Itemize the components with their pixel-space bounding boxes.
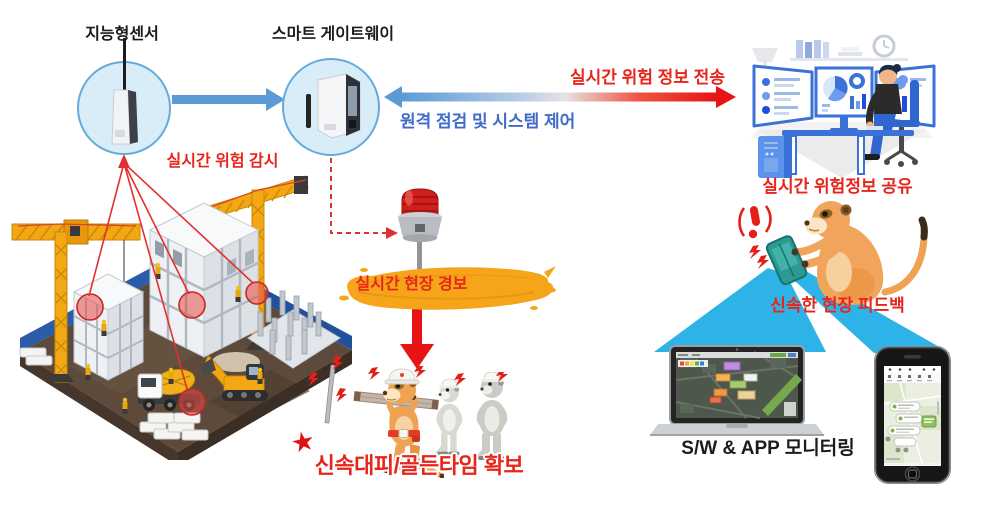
binders-icon: [796, 40, 862, 58]
transmit-label: 실시간 위험 정보 전송: [570, 68, 725, 87]
field-feedback-label: 신속한 현장 피드백: [770, 296, 905, 315]
computer-tower-icon: [758, 136, 792, 178]
alert-exclamation-icon: [738, 205, 772, 239]
hard-hat-icon: [384, 368, 420, 385]
danger-circle: [178, 388, 206, 416]
building-main-icon: [148, 202, 260, 358]
alarm-beacon-icon: [398, 188, 442, 282]
danger-circle: [178, 291, 206, 319]
sensor-scan-lines: [88, 162, 254, 390]
risk-monitor-label: 실시간 위험 감시: [166, 153, 279, 170]
monitor-left-icon: [752, 64, 814, 128]
floor-wedge: [758, 130, 926, 178]
site-alarm-label: 실시간 현장 경보: [355, 276, 468, 293]
danger-zone-markers: [76, 281, 269, 416]
control-room-illustration: [750, 34, 936, 178]
red-dashed-connector: [330, 158, 386, 234]
danger-circle: [245, 281, 269, 305]
sensor-device-icon: [111, 38, 138, 145]
meerkat-worker-orange-icon: [353, 366, 444, 478]
beam-to-laptop: [654, 268, 826, 352]
operator-person-icon: [862, 64, 902, 160]
handheld-phone-icon: [765, 235, 808, 286]
scan-arrowhead: [118, 154, 130, 168]
workers-icons: [85, 262, 263, 414]
arrow-down: [400, 306, 434, 369]
evacuation-label: 신속대피/골든타임 확보: [314, 453, 524, 478]
arrow-bidirectional: [384, 86, 736, 108]
desk: [782, 130, 914, 136]
alert-banner-shape: [339, 266, 556, 310]
clock-icon: [872, 34, 896, 58]
lamp-icon: [752, 48, 778, 62]
pillar-field-icon: [247, 290, 341, 369]
meerkat-workers-gray-icon: [428, 372, 508, 464]
warning-sign-icon: [308, 356, 347, 424]
laptop-monitoring-icon: [650, 345, 824, 436]
arrow-sensor-to-gateway: [172, 88, 285, 111]
shelf: [790, 58, 908, 61]
meerkat-with-smartphone-icon: [738, 201, 928, 306]
risk-share-label: 실시간 위험정보 공유: [762, 177, 913, 196]
gateway-device-icon: [306, 73, 361, 139]
remote-control-label: 원격 점검 및 시스템 제어: [400, 112, 576, 131]
gateway-label: 스마트 게이트웨이: [271, 26, 395, 43]
smartphone-app-icon: [874, 346, 951, 484]
construction-site-illustration: [11, 175, 352, 460]
material-stacks-icon: [19, 347, 209, 441]
sensor-label: 지능형센서: [85, 26, 159, 43]
sw-app-monitoring-label: S/W & APP 모니터링: [681, 438, 855, 459]
